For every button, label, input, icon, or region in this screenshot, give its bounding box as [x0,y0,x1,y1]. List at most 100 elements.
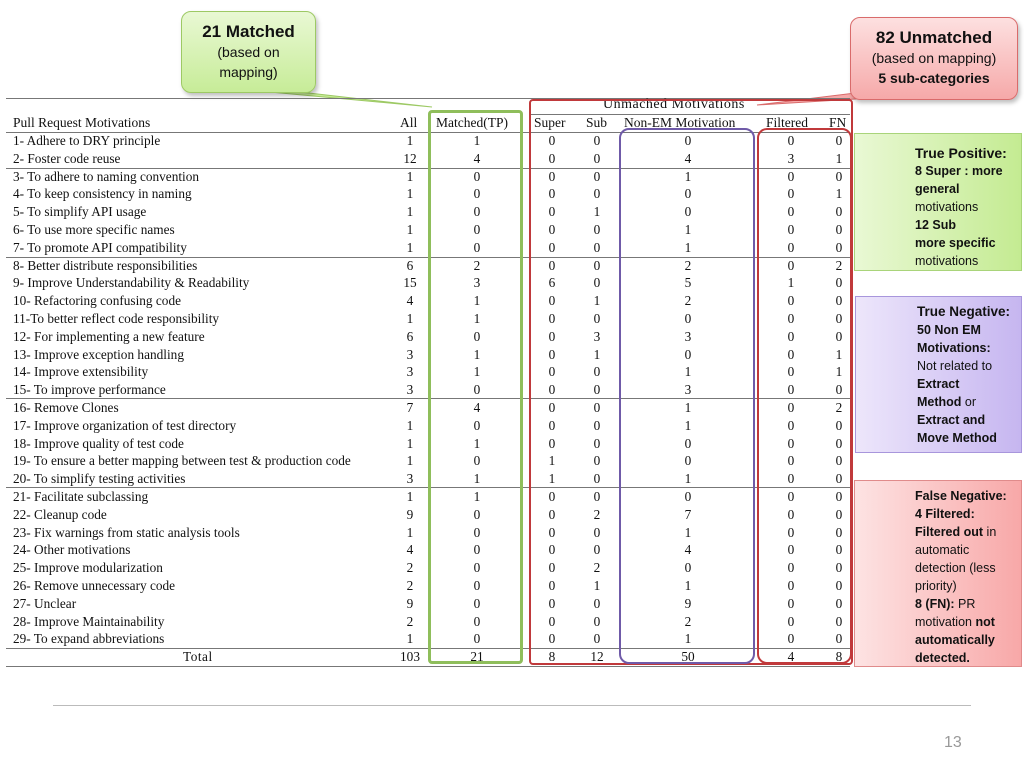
cell-fn: 0 [835,506,843,522]
cell-nonem: 5 [684,275,692,291]
cell-matched: 0 [473,613,481,629]
cell-fn: 0 [835,471,843,487]
cell-fn: 0 [835,595,843,611]
cell-matched: 1 [473,293,481,309]
table-bottom-rule [6,666,850,667]
page-number: 13 [944,734,962,751]
cell-matched: 0 [473,595,481,611]
cell-sub: 0 [593,613,601,629]
cell-all: 1 [406,133,414,148]
header-matched: Matched(TP) [436,115,508,130]
cell-fn: 0 [835,489,843,504]
cell-fn: 0 [835,453,843,469]
cell-fn: 0 [835,524,843,540]
cell-all: 9 [406,506,414,522]
cell-nonem: 0 [684,186,692,202]
cell-all: 3 [406,382,414,398]
cell-sub: 2 [593,560,601,576]
cell-sub: 0 [593,239,601,255]
cell-all: 4 [406,542,414,558]
cell-filtered: 0 [787,293,795,309]
header-super: Super [534,115,566,130]
unmatched-callout-line2: 5 sub-categories [878,70,990,86]
tp-line4: 12 Sub [915,218,956,232]
cell-all: 1 [406,204,414,220]
cell-fn: 1 [835,186,843,202]
cell-super: 0 [548,346,556,362]
cell-super: 0 [548,435,556,451]
footer-divider [53,705,971,706]
total-sub: 12 [590,649,604,664]
cell-super: 0 [548,328,556,344]
cell-sub: 0 [593,453,601,469]
matched-callout: 21 Matched (based on mapping) [181,11,316,93]
cell-fn: 0 [835,560,843,576]
cell-sub: 0 [593,364,601,380]
fn-line3-rest: in [983,525,997,539]
cell-all: 3 [406,471,414,487]
cell-sub: 0 [593,382,601,398]
unmatched-callout: 82 Unmatched (based on mapping) 5 sub-ca… [850,17,1018,100]
cell-matched: 0 [473,560,481,576]
row-label: 16- Remove Clones [13,400,119,415]
cell-filtered: 0 [787,168,795,184]
header-nonem: Non-EM Motivation [624,115,736,130]
cell-all: 2 [406,560,414,576]
fn-line8-rest: motivation [915,615,976,629]
row-label: 20- To simplify testing activities [13,471,186,487]
cell-filtered: 3 [787,150,795,166]
cell-nonem: 0 [684,453,692,469]
cell-matched: 0 [473,417,481,433]
fn-line3: Filtered out in [915,523,1013,541]
cell-filtered: 0 [787,506,795,522]
tn-line3: Motivations: [917,341,991,355]
cell-super: 0 [548,204,556,220]
cell-super: 6 [548,275,556,291]
cell-super: 0 [548,506,556,522]
cell-fn: 1 [835,364,843,380]
fn-line9: automatically [915,633,995,647]
cell-nonem: 1 [684,578,692,593]
tn-line6-rest: or [961,395,977,409]
cell-fn: 0 [835,311,843,326]
cell-super: 0 [548,524,556,540]
cell-sub: 3 [593,328,601,344]
cell-super: 0 [548,613,556,629]
cell-all: 4 [406,293,414,309]
group-header-rule [530,114,850,115]
cell-super: 0 [548,239,556,255]
false-negative-box: False Negative: 4 Filtered: Filtered out… [854,480,1022,667]
row-label: 28- Improve Maintainability [13,613,165,629]
tp-line5: more specific [915,236,996,250]
cell-matched: 0 [473,506,481,522]
row-label: 14- Improve extensibility [13,364,149,380]
cell-nonem: 1 [684,417,692,433]
cell-filtered: 0 [787,435,795,451]
cell-nonem: 0 [684,311,692,326]
cell-super: 0 [548,417,556,433]
row-label: 29- To expand abbreviations [13,631,165,647]
cell-all: 2 [406,613,414,629]
cell-super: 0 [548,578,556,593]
matched-callout-line1: (based on [217,44,280,60]
cell-all: 1 [406,186,414,202]
cell-sub: 0 [593,400,601,415]
cell-fn: 2 [835,400,843,415]
cell-all: 1 [406,489,414,504]
cell-filtered: 0 [787,489,795,504]
row-label: 21- Facilitate subclassing [13,489,149,504]
header-motivation: Pull Request Motivations [13,115,151,130]
cell-super: 1 [548,471,556,487]
fn-line2: 4 Filtered: [915,507,975,521]
cell-super: 0 [548,560,556,576]
cell-super: 0 [548,542,556,558]
cell-matched: 4 [473,400,481,415]
cell-filtered: 0 [787,239,795,255]
